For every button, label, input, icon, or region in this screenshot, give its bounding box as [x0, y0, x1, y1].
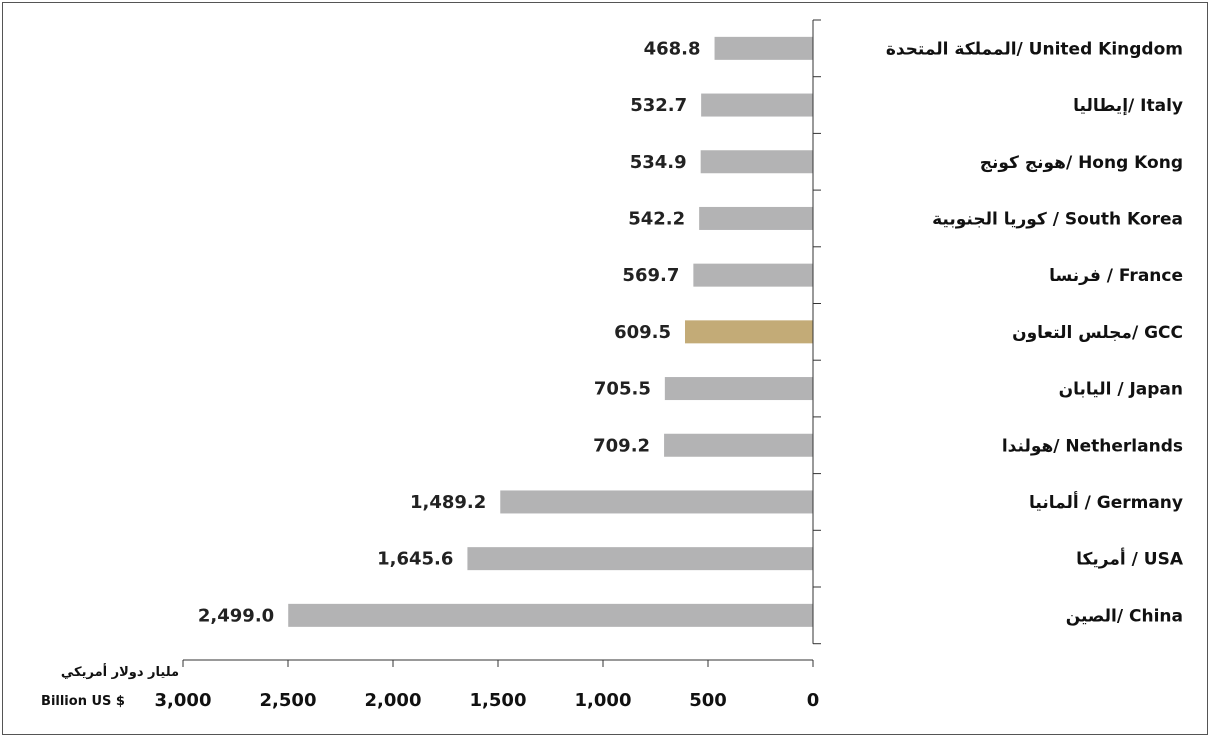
- x-axis-unit-label-ar: مليار دولار أمريكي: [61, 663, 179, 680]
- value-label-3: 542.2: [628, 208, 685, 229]
- category-label-6: اليابان / Japan: [1059, 380, 1183, 400]
- category-label-7: هولندا/ Netherlands: [1002, 436, 1183, 456]
- value-label-7: 709.2: [593, 435, 650, 456]
- value-label-2: 534.9: [630, 152, 687, 173]
- category-label-3: كوريا الجنوبية / South Korea: [932, 209, 1183, 229]
- value-label-9: 1,645.6: [377, 549, 453, 570]
- bar-5: [685, 320, 813, 344]
- x-tick-label-2: 2,000: [365, 690, 422, 711]
- x-tick-labels-group: 3,000 2,500 2,000 1,500 1,000 500 0: [155, 690, 820, 711]
- category-labels-group: المملكة المتحدة/ United Kingdom إيطاليا/ …: [886, 39, 1184, 626]
- value-label-6: 705.5: [594, 379, 651, 400]
- x-tick-label-5: 500: [689, 690, 727, 711]
- category-label-10: الصين/ China: [1066, 606, 1183, 626]
- category-label-4: فرنسا / France: [1049, 266, 1183, 286]
- axes-group: [182, 19, 821, 667]
- value-labels-group: 468.8 532.7 534.9 542.2 569.7 609.5 705.5 709.2…: [198, 38, 701, 626]
- bars-group: [288, 36, 814, 627]
- value-label-4: 569.7: [622, 265, 679, 286]
- bar-6: [664, 377, 813, 401]
- value-label-8: 1,489.2: [410, 492, 486, 513]
- category-label-5: مجلس التعاون/ GCC: [1012, 323, 1183, 343]
- category-label-8: ألمانيا / Germany: [1029, 491, 1183, 513]
- bar-7: [664, 433, 813, 457]
- bar-4: [693, 263, 813, 287]
- bar-10: [288, 603, 814, 627]
- bar-2: [700, 150, 813, 174]
- x-tick-label-1: 2,500: [260, 690, 317, 711]
- bar-9: [467, 547, 813, 571]
- bar-3: [699, 206, 813, 230]
- category-label-9: أمريكا / USA: [1076, 548, 1184, 570]
- category-label-2: هونج كونج/ Hong Kong: [980, 153, 1183, 173]
- category-label-1: إيطاليا/ Italy: [1073, 96, 1183, 116]
- value-label-5: 609.5: [614, 322, 671, 343]
- x-tick-label-6: 0: [807, 690, 820, 711]
- bar-1: [701, 93, 813, 117]
- value-label-1: 532.7: [630, 95, 687, 116]
- x-axis-unit-label-en: Billion US $: [41, 694, 125, 709]
- bar-0: [714, 36, 813, 60]
- x-tick-label-3: 1,500: [470, 690, 527, 711]
- value-label-0: 468.8: [644, 38, 701, 59]
- x-tick-label-4: 1,000: [575, 690, 632, 711]
- category-label-0: المملكة المتحدة/ United Kingdom: [886, 39, 1183, 59]
- x-tick-label-0: 3,000: [155, 690, 212, 711]
- bar-8: [500, 490, 813, 514]
- value-label-10: 2,499.0: [198, 605, 274, 626]
